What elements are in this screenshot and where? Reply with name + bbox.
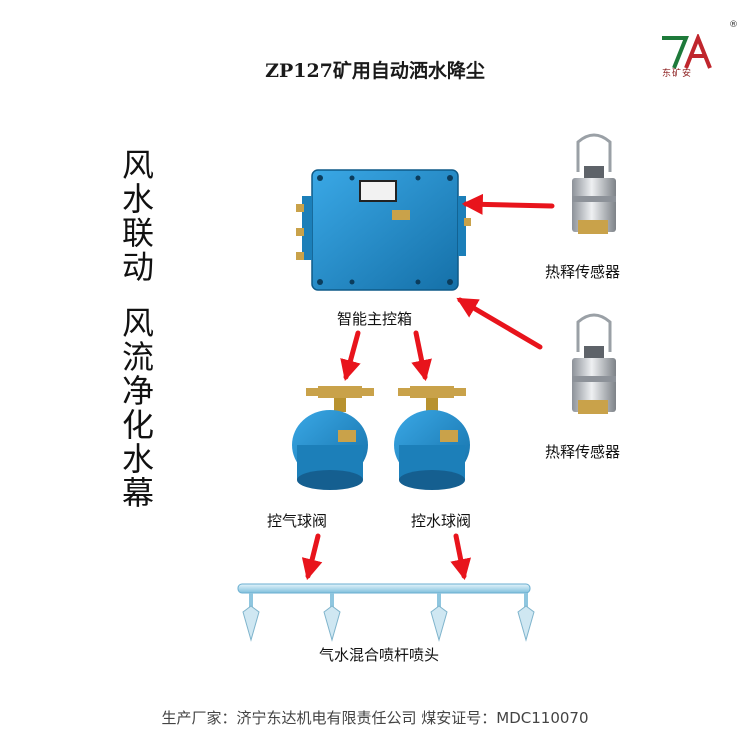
nozzle-1 [242, 593, 260, 642]
label-main-control-box: 智能主控箱 [337, 310, 413, 328]
arrow-water-valve-to-bar [450, 533, 472, 581]
nozzle-2 [323, 593, 341, 642]
arrow-air-valve-to-bar [301, 533, 323, 581]
label-heat-sensor-1: 热释传感器 [545, 263, 621, 281]
heat-sensor-1 [572, 133, 616, 234]
arrow-sensor2-to-box [456, 297, 543, 350]
logo-caption: 东矿安 [662, 69, 693, 79]
label-heat-sensor-2: 热释传感器 [545, 443, 621, 461]
heat-sensor-2 [572, 313, 616, 414]
main-control-box [296, 169, 471, 291]
water-control-valve [394, 386, 470, 490]
label-air-control-valve: 控气球阀 [267, 512, 328, 530]
page-title: ZP127矿用自动洒水降尘 [265, 60, 485, 82]
nozzle-3 [430, 593, 448, 642]
label-water-control-valve: 控水球阀 [411, 512, 472, 530]
arrow-box-to-air-valve [340, 330, 361, 382]
manufacturer-footer: 生产厂家：济宁东达机电有限责任公司 煤安证号：MDC110070 [161, 709, 589, 727]
arrow-box-to-water-valve [411, 330, 432, 382]
slogan-air-purification-curtain: 风流净化水幕 [117, 306, 155, 510]
arrow-sensor1-to-box [461, 193, 555, 215]
company-logo [662, 34, 712, 69]
air-control-valve [292, 386, 374, 490]
label-spray-nozzle-bar: 气水混合喷杆喷头 [319, 646, 440, 664]
nozzle-4 [517, 593, 535, 642]
slogan-wind-water-linkage: 风水联动 [117, 148, 155, 284]
registered-mark: ® [729, 20, 738, 30]
spray-bar [237, 583, 535, 642]
